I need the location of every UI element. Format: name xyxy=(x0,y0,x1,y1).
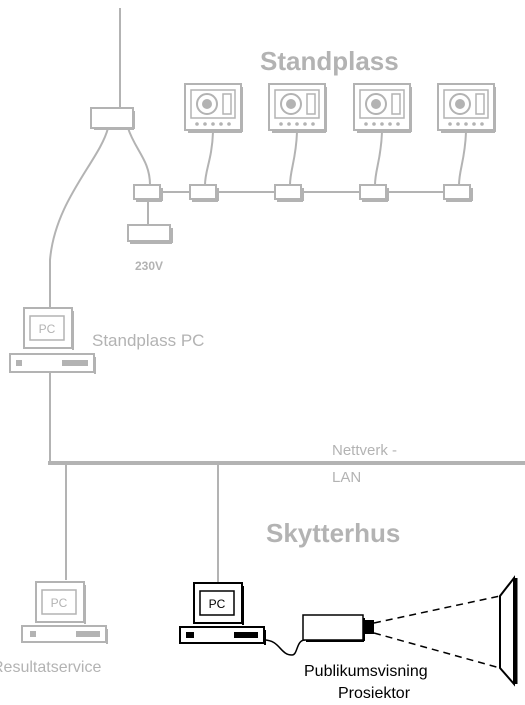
gray-connections xyxy=(48,8,525,583)
projection-beam-top xyxy=(373,595,501,624)
network-label-line1: Nettverk - xyxy=(332,442,398,459)
projector-cable xyxy=(263,639,306,656)
standplass-title: Standplass xyxy=(260,46,399,76)
resultatservice-label: Resultatservice xyxy=(0,659,102,676)
standplass-pc-label: Standplass PC xyxy=(92,331,205,350)
standplass-pc-icon: PC xyxy=(9,307,96,374)
target-monitor-icon xyxy=(353,83,412,133)
junction-box-icon xyxy=(133,184,163,202)
svg-text:PC: PC xyxy=(209,597,226,611)
skytterhus-title: Skytterhus xyxy=(266,518,401,548)
target-monitor-icon xyxy=(437,83,496,133)
projection-beam-bottom xyxy=(373,632,501,669)
hub-icon xyxy=(90,107,135,130)
power-label: 230V xyxy=(135,259,164,273)
projection-screen-icon xyxy=(499,575,518,687)
target-monitors xyxy=(184,83,496,133)
svg-text:PC: PC xyxy=(51,596,68,610)
junction-box-icon xyxy=(359,184,389,202)
pc-text: PC xyxy=(39,322,56,336)
junction-boxes xyxy=(133,184,473,202)
prosiektor-label: Prosiektor xyxy=(338,685,411,702)
target-monitor-icon xyxy=(184,83,243,133)
power-supply-box xyxy=(127,224,173,244)
hub-to-junction-cable xyxy=(127,127,151,186)
network-label-line2: LAN xyxy=(332,469,362,486)
publikumsvisning-label: Publikumsvisning xyxy=(304,663,428,680)
resultatservice-pc-icon: PC xyxy=(21,581,108,644)
skytterhus-pc-icon: PC xyxy=(179,582,266,645)
junction-box-icon xyxy=(443,184,473,202)
target-monitor-icon xyxy=(268,83,327,133)
hub-to-pc-cable xyxy=(49,127,109,312)
junction-box-icon xyxy=(189,184,219,202)
projector-icon xyxy=(302,614,374,642)
junction-box-icon xyxy=(274,184,304,202)
